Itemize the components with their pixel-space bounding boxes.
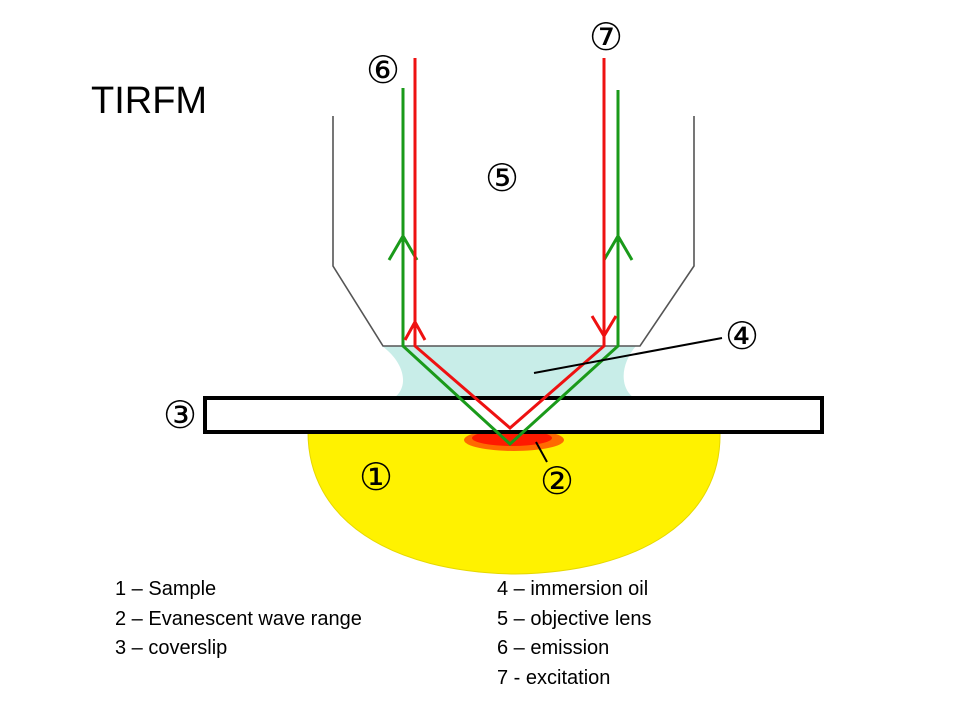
excitation-arrow-left xyxy=(403,318,427,341)
emission-beam xyxy=(401,88,620,447)
marker-4: ④ xyxy=(725,314,759,358)
legend-item: 6 – emission xyxy=(497,637,610,659)
marker-6: ⑥ xyxy=(366,48,400,92)
marker-3: ③ xyxy=(163,393,197,437)
marker-7: ⑦ xyxy=(589,15,623,59)
immersion-oil xyxy=(382,346,636,398)
legend-item: 2 – Evanescent wave range xyxy=(115,607,362,630)
marker-5: ⑤ xyxy=(485,156,519,200)
legend-right: 4 – immersion oil 5 – objective lens 6 –… xyxy=(497,575,652,693)
marker-2: ② xyxy=(540,459,574,503)
sample-region xyxy=(307,431,721,575)
marker-1: ① xyxy=(359,455,393,499)
excitation-arrow-right xyxy=(590,315,618,339)
evanescent-leader-line xyxy=(535,441,548,463)
oil-leader-line xyxy=(533,337,723,374)
legend-item: 1 – Sample xyxy=(115,578,217,600)
legend-item: 3 – coverslip xyxy=(115,637,228,659)
excitation-beam xyxy=(413,58,606,430)
legend-item: 4 – immersion oil xyxy=(497,578,649,600)
legend-item: 7 - excitation xyxy=(497,666,611,689)
objective-lens xyxy=(332,116,695,347)
emission-arrow-left xyxy=(387,233,419,261)
legend-item: 5 – objective lens xyxy=(497,607,652,630)
legend-left: 1 – Sample 2 – Evanescent wave range 3 –… xyxy=(115,575,362,664)
diagram-title: TIRFM xyxy=(91,80,208,122)
emission-arrow-right xyxy=(602,233,634,261)
